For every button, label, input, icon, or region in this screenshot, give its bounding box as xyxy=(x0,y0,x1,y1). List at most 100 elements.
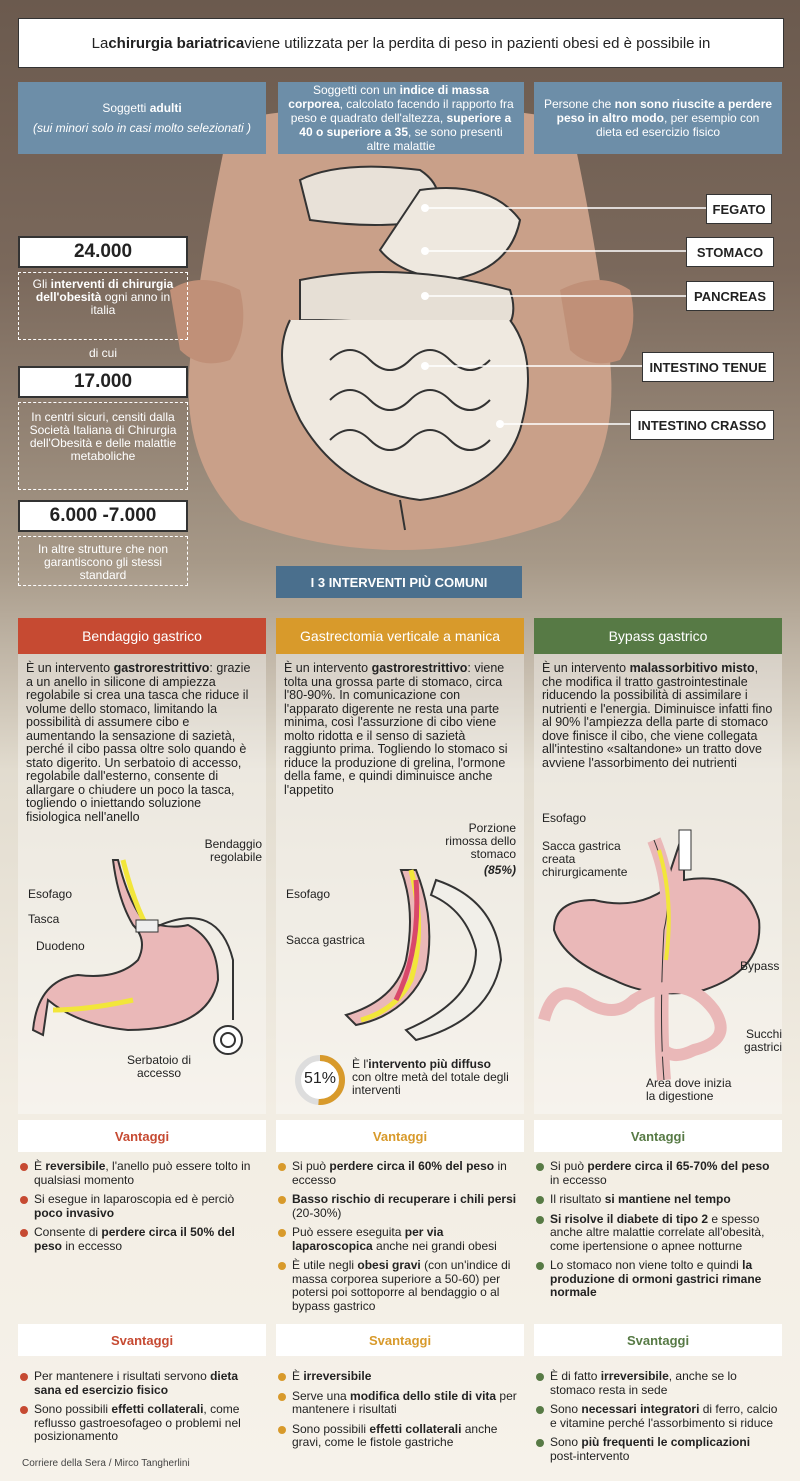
text-span: Sono possibili xyxy=(292,1421,370,1436)
sleeve-illustration xyxy=(344,869,503,1042)
text-span: anche nei grandi obesi xyxy=(372,1238,497,1253)
text-bold: irreversibile xyxy=(600,1369,669,1383)
label-gastric-sleeve: Sacca gastrica xyxy=(286,933,365,947)
list-item: Sono necessari integratori di ferro, cal… xyxy=(536,1402,780,1430)
label-removed-percent: (85%) xyxy=(483,863,516,877)
text-span: in eccesso xyxy=(292,1159,507,1187)
text-span: di ferro, calcio e vitamine perché l'ass… xyxy=(550,1402,778,1430)
text-bold: reversibile xyxy=(45,1159,106,1173)
proc3-desc-bold: malassorbitivo misto xyxy=(629,661,755,675)
pros-list-1: È reversibile, l'anello può essere tolto… xyxy=(20,1159,264,1259)
proc-desc-2: È un intervento gastrorestrittivo: viene… xyxy=(284,661,516,797)
text-bold: effetti collaterali xyxy=(369,1421,462,1436)
stat1-bold: interventi di chirurgia dell'obesità xyxy=(35,277,174,304)
list-item: Sono più frequenti le complicazioni post… xyxy=(536,1435,780,1463)
proc-desc-1: È un intervento gastrorestrittivo: grazi… xyxy=(26,661,258,824)
text-bold: per via laparoscopica xyxy=(292,1225,444,1253)
list-item: È reversibile, l'anello può essere tolto… xyxy=(20,1159,264,1187)
proc2-desc-post: : viene tolta una grossa parte di stomac… xyxy=(284,661,508,797)
cons-list-3: È di fatto irreversibile, anche se lo st… xyxy=(536,1369,780,1469)
proc-desc-3: È un intervento malassorbitivo misto, ch… xyxy=(542,661,774,770)
list-item: Si esegue in laparoscopia ed è perciò po… xyxy=(20,1192,264,1220)
share-text: È l'intervento più diffuso con oltre met… xyxy=(352,1058,512,1097)
text-bold: dieta sana ed esercizio fisico xyxy=(34,1369,239,1397)
text-span: Il risultato xyxy=(550,1192,605,1206)
text-span: per mantenere i risultati xyxy=(292,1388,517,1416)
text-span: e spesso anche altre malattie correlate … xyxy=(550,1211,765,1253)
list-item: Si risolve il diabete di tipo 2 e spesso… xyxy=(536,1211,780,1254)
crit2-t3: , se sono presenti altre malattie xyxy=(366,125,503,153)
text-span: Si esegue in laparoscopia ed è perciò xyxy=(34,1192,235,1206)
text-span: (20-30%) xyxy=(292,1205,342,1220)
text-bold: la produzione di ormoni gastrici rimane … xyxy=(550,1258,762,1299)
text-span: in eccesso xyxy=(550,1172,607,1187)
share-b: intervento più diffuso xyxy=(368,1057,491,1071)
proc-panel-2 xyxy=(276,654,524,1114)
torso-illustration xyxy=(170,105,634,550)
text-span: Sono xyxy=(550,1435,582,1449)
text-bold: perdere circa il 65-70% del peso xyxy=(587,1159,770,1173)
cons-title-2: Svantaggi xyxy=(276,1324,524,1356)
cons-list-2: È irreversibile Serve una modifica dello… xyxy=(278,1369,522,1456)
text-span: È di fatto xyxy=(550,1369,601,1383)
organ-liver: FEGATO xyxy=(706,194,772,224)
proc3-desc-post: , che modifica il tratto gastrointestina… xyxy=(542,661,773,770)
text-bold: perdere circa il 60% del peso xyxy=(329,1159,495,1173)
stat1-post: ogni anno in italia xyxy=(90,290,171,317)
text-span: post-intervento xyxy=(550,1448,630,1463)
share-c: con oltre metà del totale degli interven… xyxy=(352,1070,509,1097)
text-span: Sono xyxy=(550,1402,582,1416)
stat-total-desc: Gli interventi di chirurgia dell'obesità… xyxy=(18,272,188,340)
crit1-note: (sui minori solo in casi molto seleziona… xyxy=(32,121,252,135)
organ-stomach: STOMACO xyxy=(686,237,774,267)
proc-header-bypass: Bypass gastrico xyxy=(534,618,782,654)
crit2-b1: indice di massa corporea xyxy=(288,83,490,111)
text-span: (con un'indice di massa corporea superio… xyxy=(292,1258,511,1313)
text-span: , anche se lo stomaco resta in sede xyxy=(550,1369,737,1397)
stat-other-structures-desc: In altre strutture che non garantiscono … xyxy=(18,536,188,586)
list-item: Si può perdere circa il 65-70% del peso … xyxy=(536,1159,780,1187)
text-span: , come reflusso gastroesofageo o problem… xyxy=(34,1402,241,1443)
list-item: Serve una modifica dello stile di vita p… xyxy=(278,1388,522,1417)
text-span: Per mantenere i risultati servono xyxy=(34,1369,211,1383)
text-span: Si può xyxy=(292,1159,330,1173)
organ-large-intestine: INTESTINO CRASSO xyxy=(630,410,774,440)
text-span: Consente di xyxy=(34,1225,102,1239)
text-bold: si mantiene nel tempo xyxy=(604,1192,731,1206)
text-span: È xyxy=(34,1159,46,1173)
text-span: È xyxy=(292,1369,304,1383)
credit: Corriere della Sera / Mirco Tangherlini xyxy=(22,1458,190,1469)
criterion-other-methods: Persone che non sono riuscite a perdere … xyxy=(534,82,782,154)
crit3-b1: non sono riuscite a perdere peso in altr… xyxy=(556,97,773,125)
intro-bold: chirurgia bariatrica xyxy=(108,34,245,52)
intro-pre: La xyxy=(91,34,109,52)
gastric-band-illustration xyxy=(31,859,243,1055)
crit1-b1: adulti xyxy=(149,101,182,115)
label-digestion-area: Area dove inizia la digestione xyxy=(646,1076,732,1103)
share-a: È l' xyxy=(352,1057,369,1071)
label-bypass: Bypass xyxy=(740,959,780,973)
proc-header-gastric-band: Bendaggio gastrico xyxy=(18,618,266,654)
text-bold: Basso rischio di recuperare i chili pers… xyxy=(292,1192,517,1206)
proc-header-sleeve: Gastrectomia verticale a manica xyxy=(276,618,524,654)
text-bold: modifica dello stile di vita xyxy=(350,1388,497,1403)
crit2-t1: Soggetti con un xyxy=(312,83,400,97)
intro-header: La chirurgia bariatrica viene utilizzata… xyxy=(18,18,784,68)
text-bold: Si risolve il diabete di tipo 2 xyxy=(550,1211,709,1226)
crit1-t1: Soggetti xyxy=(102,101,150,115)
list-item: Si può perdere circa il 60% del peso in … xyxy=(278,1159,522,1187)
proc2-desc-bold: gastrorestrittivo xyxy=(371,661,468,675)
list-item: È irreversibile xyxy=(278,1369,522,1384)
text-span: Sono possibili xyxy=(34,1402,112,1416)
stat-total: 24.000 xyxy=(18,236,188,268)
proc1-desc-bold: gastrorestrittivo xyxy=(113,661,210,675)
list-item: È di fatto irreversibile, anche se lo st… xyxy=(536,1369,780,1397)
stat1-pre: Gli xyxy=(32,277,51,291)
stat-safe-centers: 17.000 xyxy=(18,366,188,398)
criterion-adults: Soggetti adulti (sui minori solo in casi… xyxy=(18,82,266,154)
list-item: Per mantenere i risultati servono dieta … xyxy=(20,1369,264,1397)
list-item: Lo stomaco non viene tolto e quindi la p… xyxy=(536,1258,780,1300)
text-span: Lo stomaco non viene tolto e quindi xyxy=(550,1258,743,1272)
section-banner: I 3 INTERVENTI PIÙ COMUNI xyxy=(276,566,522,598)
label-access-port: Serbatoio di accesso xyxy=(126,1053,192,1080)
